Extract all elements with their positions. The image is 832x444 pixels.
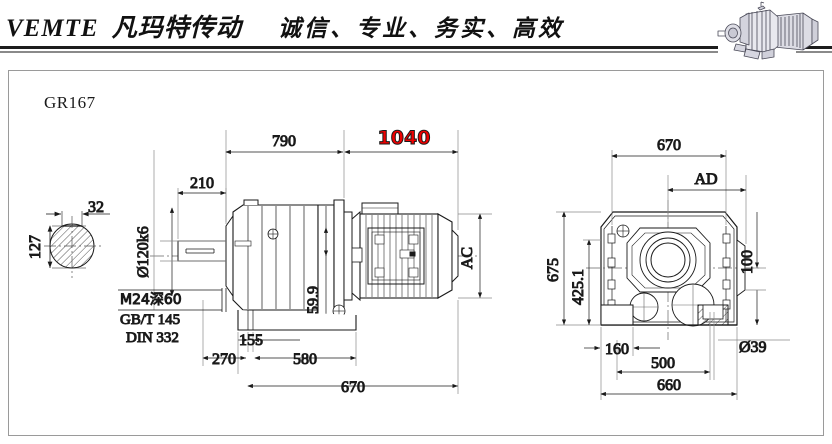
dim-foot-to-shaft: 270 [212,351,236,368]
company-slogan: 诚信、专业、务实、高效 [278,16,564,42]
drawing-title: GR167 [44,93,96,112]
brand-logo-latin: VEMTE [6,15,99,42]
header-divider-light-right [796,51,832,53]
dim-base-width: 660 [657,377,681,394]
end-view-dimensions [556,150,790,400]
dim-shaft-length: 210 [190,175,214,192]
header-divider-dark-right [796,46,832,49]
dim-keyway-width: 32 [88,199,104,216]
dim-center-height-front: 59.9 [305,286,322,314]
dim-foot-hole-span-front: 580 [293,351,317,368]
note-standard-din: DIN 332 [126,330,179,346]
dim-bolt-diameter: Ø39 [739,339,767,356]
dim-total-height: 675 [545,258,562,282]
dim-boss-height: 100 [739,250,756,274]
dim-motor-ac: AC [459,247,476,269]
dim-shaft-height: 127 [27,235,44,259]
header-divider-dark [0,46,718,49]
front-view-dimensions [153,130,492,394]
dim-housing-width: 670 [657,137,681,154]
header-divider-light [0,51,718,53]
dim-center-height-end: 425.1 [570,269,587,305]
dim-base-length: 670 [341,379,365,396]
dim-shaft-diameter: Ø120k6 [135,226,152,278]
note-thread-spec: M24深60 [120,292,182,308]
shaft-thread-notes [118,288,227,312]
dim-foot-width: 160 [605,341,629,358]
gearmotor-front-view [150,199,480,331]
dim-foot-hole-span-end: 500 [651,355,675,372]
brand-logo: VEMTE 凡玛特传动 [6,8,242,44]
gearmotor-3d-illustration [717,1,819,60]
dim-gearbox-length: 790 [272,133,296,150]
shaft-section-detail [44,211,110,278]
note-standard-gb: GB/T 145 [120,312,180,328]
brand-logo-chinese: 凡玛特传动 [111,13,242,42]
gearmotor-end-view [586,200,760,340]
dim-overall-length: 1040 [378,127,431,149]
dim-foot-offset: 155 [239,332,263,349]
page-header: VEMTE 凡玛特传动 诚信、专业、务实、高效 [0,0,832,62]
dim-flange-ad: AD [694,171,717,188]
